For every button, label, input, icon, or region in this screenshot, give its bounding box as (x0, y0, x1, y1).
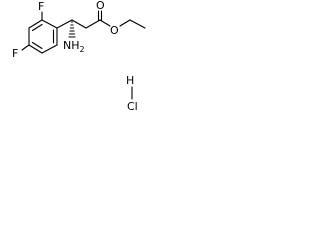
benzene-ring (28, 19, 58, 54)
ring-bond-top-right (41, 19, 58, 29)
ring-bond-bottom-left (28, 44, 43, 54)
amine-label: NH2 (63, 39, 85, 54)
bond-methylene-to-carbonyl (85, 19, 101, 29)
carbonyl-oxygen-label: O (96, 0, 105, 12)
bond-chiral-to-methylene (71, 19, 87, 29)
amine-label-subscript: 2 (80, 45, 85, 54)
bond-ring-to-chiral-carbon (56, 19, 73, 29)
ring-double-bond-top-left (31, 23, 43, 32)
bond-ring-to-fluorine-left (21, 44, 30, 51)
hashed-wedge-bond (68, 21, 76, 38)
ring-double-bond-bottom-left (31, 41, 43, 50)
bond-carbonyl-to-ester-oxygen (99, 19, 111, 27)
amine-label-main: NH (63, 39, 80, 52)
hydrogen-label: H (126, 74, 134, 87)
fluorine-top-label: F (38, 0, 44, 13)
ring-bond-top-left (28, 19, 43, 29)
fluorine-left-label: F (12, 47, 18, 60)
ring-bond-bottom-right (41, 44, 58, 54)
ester-oxygen-label: O (110, 24, 119, 37)
chemical-structure: F F NH2 O O H Cl (12, 0, 146, 113)
bond-ethyl-terminal (129, 19, 146, 29)
bond-ester-oxygen-to-ethyl (119, 19, 131, 27)
chlorine-label: Cl (127, 100, 138, 113)
